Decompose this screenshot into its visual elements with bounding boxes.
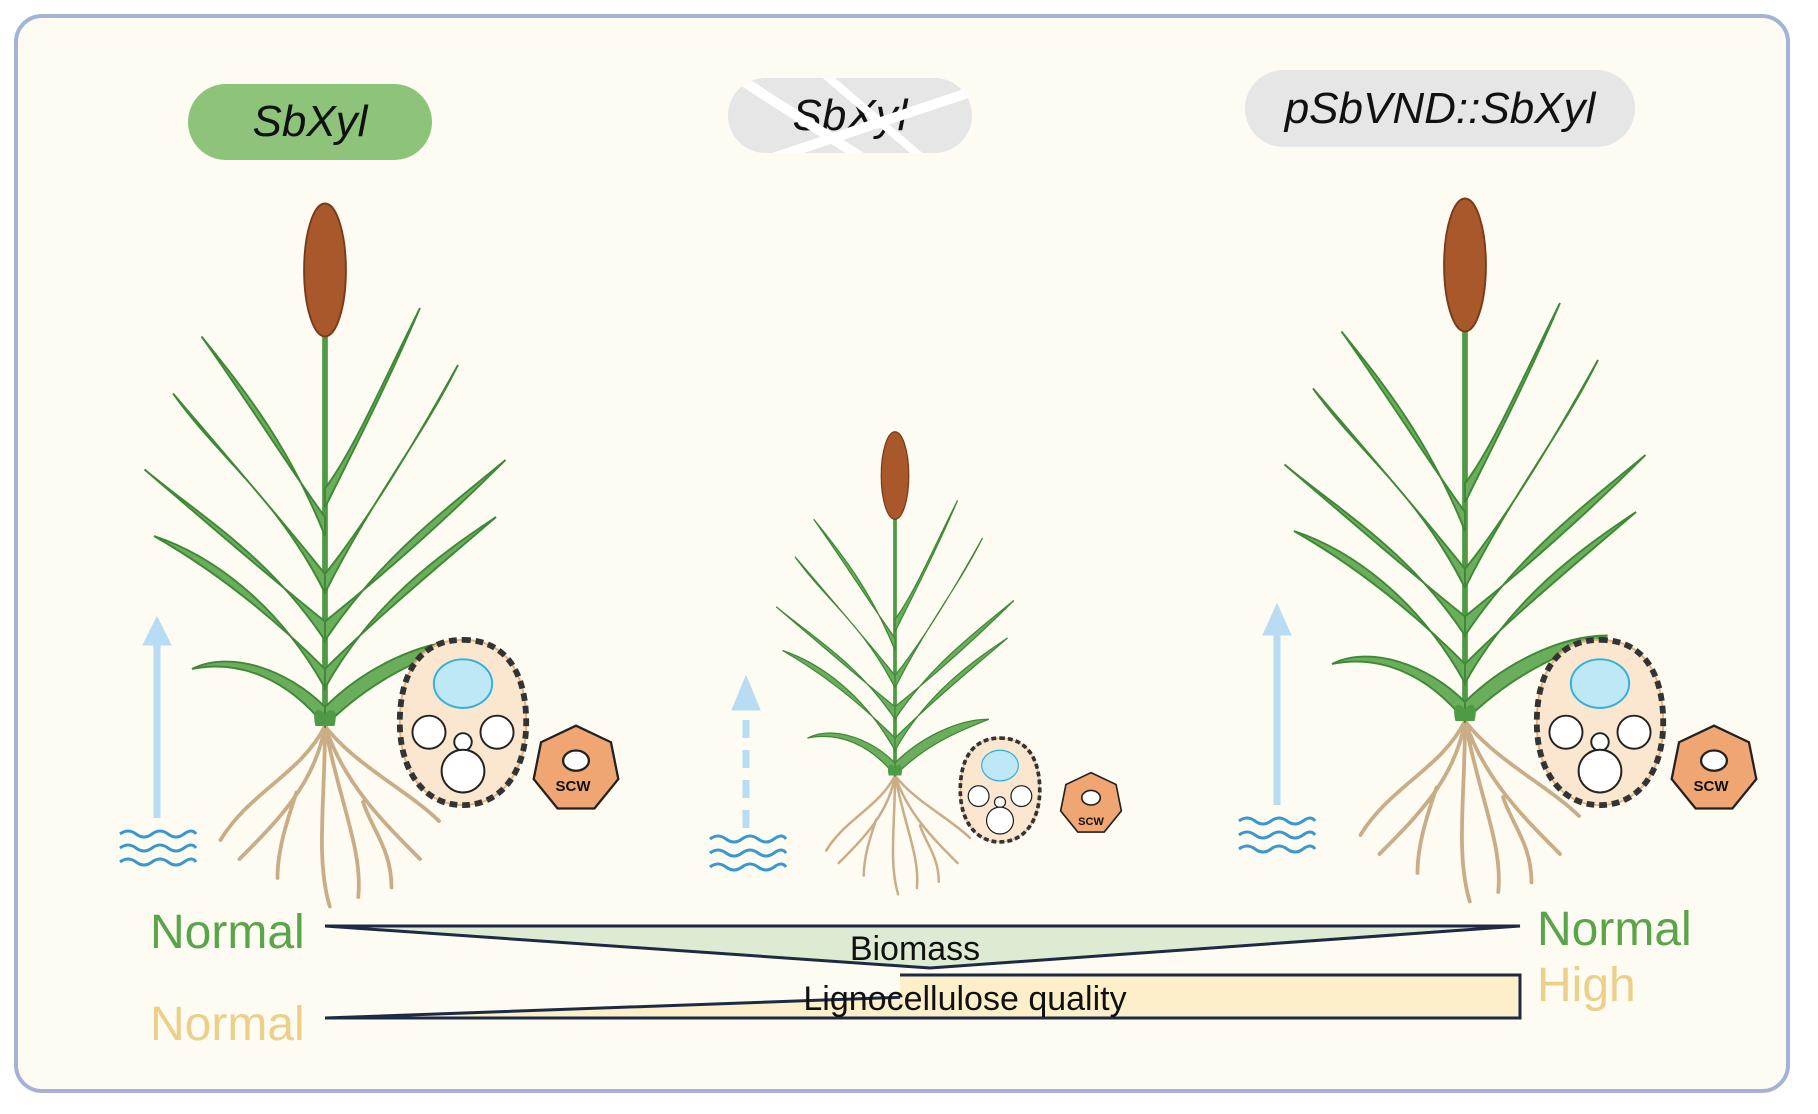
cell-scw-rescued xyxy=(1670,724,1758,810)
stem-cross-section-wildtype xyxy=(400,640,526,805)
left-biomass-level: Normal xyxy=(150,906,305,959)
scw-label: SCW xyxy=(1078,816,1104,828)
lignocellulose-label: Lignocellulose quality xyxy=(803,980,1127,1018)
water-icon xyxy=(708,834,788,872)
dashed-arrow-up-icon xyxy=(731,674,761,828)
arrow-up-icon xyxy=(1262,602,1292,805)
stem-cross-section-mutant xyxy=(958,736,1042,844)
figure-frame xyxy=(14,14,1790,1093)
biomass-wedge xyxy=(324,924,1521,970)
water-icon xyxy=(1237,816,1317,854)
cell-scw-wildtype xyxy=(532,724,620,810)
cross-out-icon xyxy=(735,78,970,153)
genotype-label-knockout: SbXyl xyxy=(728,78,972,153)
biomass-label: Biomass xyxy=(849,930,981,968)
genotype-label-rescued: pSbVND::SbXyl xyxy=(1245,70,1635,147)
arrow-up-icon xyxy=(142,615,172,818)
scw-label: SCW xyxy=(555,778,591,795)
right-lignocellulose-level: High xyxy=(1537,959,1636,1012)
right-biomass-level: Normal xyxy=(1537,903,1692,956)
scw-label: SCW xyxy=(1693,778,1729,795)
genotype-label-wildtype: SbXyl xyxy=(188,84,432,160)
water-icon xyxy=(118,829,198,867)
stem-cross-section-rescued xyxy=(1537,640,1663,805)
left-lignocellulose-level: Normal xyxy=(150,998,305,1051)
